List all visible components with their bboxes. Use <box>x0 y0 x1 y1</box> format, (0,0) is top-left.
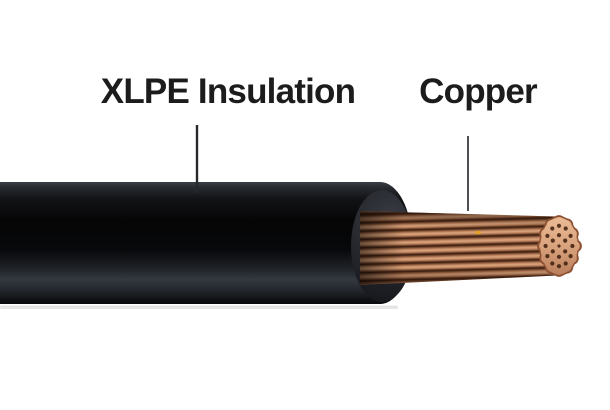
strand-dots <box>543 223 575 269</box>
copper-end-face <box>537 215 582 277</box>
copper-label: Copper <box>419 72 538 111</box>
xlpe-insulation-label: XLPE Insulation <box>100 72 356 111</box>
copper-strands <box>360 211 556 285</box>
cable-shadow <box>0 305 398 309</box>
copper-conductor <box>360 211 582 285</box>
yellow-fleck <box>474 230 482 235</box>
insulation-body <box>0 182 412 304</box>
